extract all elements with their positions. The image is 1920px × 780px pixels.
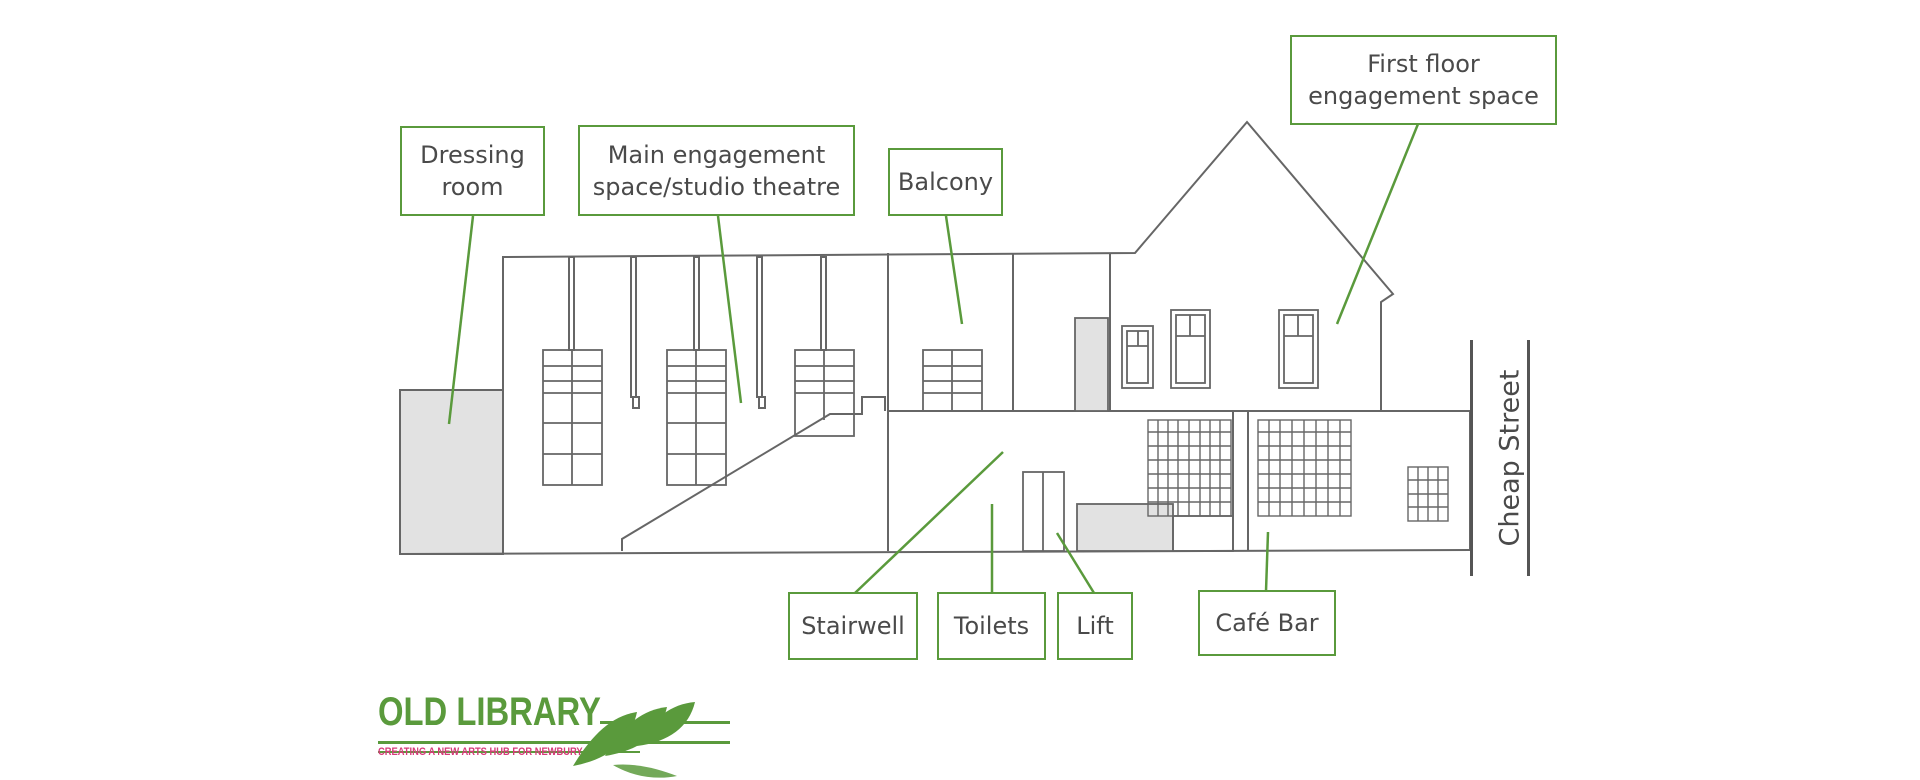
- dressing-room-label: Dressing room: [400, 126, 545, 216]
- toilets-label: Toilets: [937, 592, 1046, 660]
- street-marker: Cheap Street: [1470, 340, 1550, 580]
- ground-floor-features: [1022, 471, 1234, 552]
- leader-lines: [447, 123, 1420, 594]
- wheat-logo-icon: [378, 702, 730, 778]
- logo-tagline: CREATING A NEW ARTS HUB FOR NEWBURY: [378, 746, 583, 758]
- first-floor-engagement-space-label: First floor engagement space: [1290, 35, 1557, 125]
- street-name: Cheap Street: [1494, 369, 1526, 547]
- first-floor-leader: [1335, 123, 1420, 325]
- stairwell-label: Stairwell: [788, 592, 918, 660]
- cafe-windows: [1147, 419, 1449, 522]
- main-engagement-space-label: Main engagement space/studio theatre: [578, 125, 855, 216]
- stair-ramp: [621, 396, 886, 551]
- balcony-label: Balcony: [888, 148, 1003, 216]
- cafe-bar-leader: [1264, 531, 1270, 592]
- hall-windows: [542, 349, 983, 486]
- logo-name: OLD LIBRARY: [378, 690, 601, 734]
- balcony-leader: [944, 215, 964, 325]
- gable-windows: [1074, 309, 1319, 412]
- street-edge-line: [1527, 340, 1530, 576]
- roof-rods: [568, 256, 827, 409]
- main-engagement-leader: [716, 215, 743, 404]
- stairwell-leader: [854, 451, 1004, 594]
- dressing-room-leader: [447, 215, 475, 425]
- cafe-bar-label: Café Bar: [1198, 590, 1336, 656]
- lift-leader: [1055, 532, 1096, 594]
- street-edge-line: [1470, 340, 1473, 576]
- lift-label: Lift: [1057, 592, 1133, 660]
